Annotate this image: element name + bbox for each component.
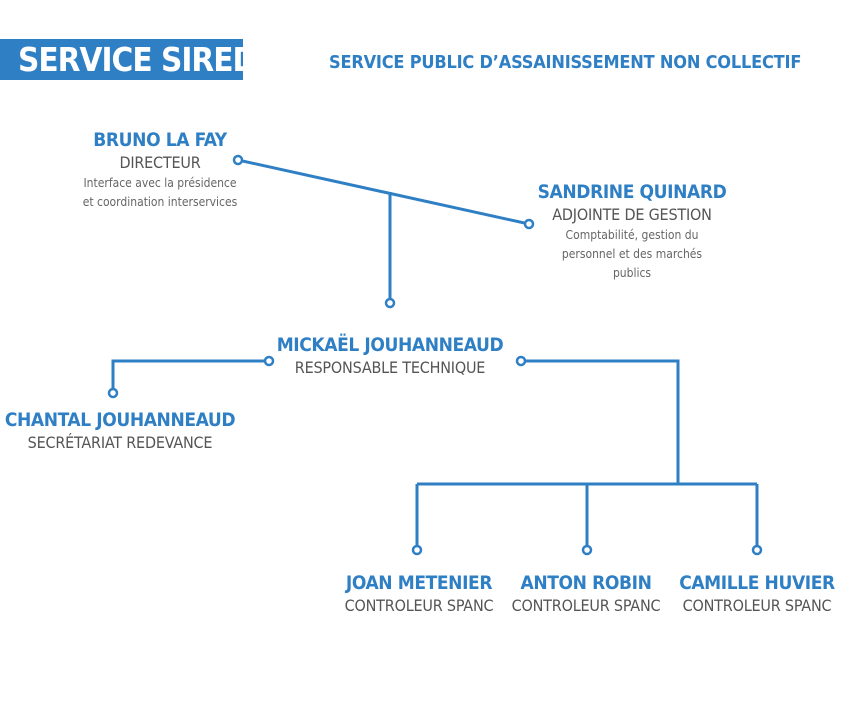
person-technical: MICKAËL JOUHANNEAUD RESPONSABLE TECHNIQU… — [270, 333, 510, 379]
connector-technical-secretary — [111, 359, 269, 393]
person-name: ANTON ROBIN — [520, 572, 652, 594]
person-desc: Interface avec la présidence — [83, 176, 237, 190]
person-name: CHANTAL JOUHANNEAUD — [4, 409, 236, 431]
person-role: DIRECTEUR — [119, 153, 201, 172]
node-dot-secretary — [107, 387, 119, 399]
connector-technical-controllers — [521, 359, 680, 484]
person-name: MICKAËL JOUHANNEAUD — [276, 334, 504, 356]
person-controller2: ANTON ROBIN CONTROLEUR SPANC — [506, 571, 666, 617]
person-controller3: CAMILLE HUVIER CONTROLEUR SPANC — [677, 571, 837, 617]
person-role: ADJOINTE DE GESTION — [552, 205, 712, 224]
person-director: BRUNO LA FAY DIRECTEUR Interface avec la… — [60, 128, 260, 212]
person-secretary: CHANTAL JOUHANNEAUD SECRÉTARIAT REDEVANC… — [0, 408, 240, 454]
person-deputy: SANDRINE QUINARD ADJOINTE DE GESTION Com… — [532, 180, 732, 283]
connector-director-deputy — [237, 158, 530, 226]
person-role: RESPONSABLE TECHNIQUE — [294, 358, 486, 377]
person-name: JOAN METENIER — [345, 572, 493, 594]
person-role: CONTROLEUR SPANC — [344, 596, 494, 615]
node-dot-director — [232, 154, 244, 166]
page-subtitle: SERVICE PUBLIC D’ASSAINISSEMENT NON COLL… — [329, 52, 802, 73]
person-desc: personnel et des marchés — [561, 247, 703, 261]
person-name: CAMILLE HUVIER — [679, 572, 835, 594]
node-dot-technical-top — [384, 297, 396, 309]
page-title: SERVICE SIRED — [18, 40, 257, 79]
person-name: SANDRINE QUINARD — [537, 181, 727, 203]
person-name: BRUNO LA FAY — [93, 129, 227, 151]
node-dot-controller1 — [411, 544, 423, 556]
header-title-box: SERVICE SIRED — [0, 39, 257, 80]
person-desc: Comptabilité, gestion du — [565, 228, 699, 242]
person-role: SECRÉTARIAT REDEVANCE — [27, 433, 213, 452]
node-dot-controller3 — [751, 544, 763, 556]
node-dot-deputy — [523, 218, 535, 230]
person-role: CONTROLEUR SPANC — [511, 596, 661, 615]
person-role: CONTROLEUR SPANC — [682, 596, 832, 615]
node-dot-technical-left — [263, 355, 275, 367]
person-controller1: JOAN METENIER CONTROLEUR SPANC — [339, 571, 499, 617]
person-desc: et coordination interservices — [82, 195, 238, 209]
node-dot-technical-right — [515, 355, 527, 367]
person-desc: publics — [612, 266, 652, 280]
node-dot-controller2 — [581, 544, 593, 556]
